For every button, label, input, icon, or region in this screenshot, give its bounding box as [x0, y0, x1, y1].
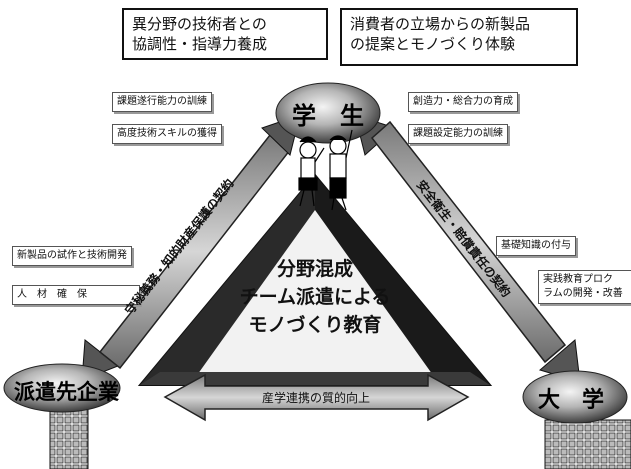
student-tag-right-1: 創造力・総合力の育成 [408, 92, 518, 112]
students-figure-icon [298, 129, 353, 211]
company-label: 派遣先企業 [14, 380, 119, 404]
student-tag-right-2: 課題設定能力の訓練 [408, 124, 508, 144]
company-tag-2: 人 材 確 保 [12, 285, 140, 305]
top-right-box: 消費者の立場からの新製品 の提案とモノづくり体験 [340, 8, 578, 66]
university-tag-1: 基礎知識の付与 [496, 236, 576, 256]
bottom-arrow-label: 産学連携の質的向上 [262, 391, 371, 405]
student-tag-left-2: 高度技術スキルの獲得 [112, 124, 222, 144]
center-pyramid [137, 173, 493, 386]
company-node [3, 363, 121, 469]
bottom-arrow [163, 373, 470, 422]
university-node [522, 370, 631, 469]
company-tag-1: 新製品の試作と技術開発 [12, 246, 132, 266]
student-label: 学 生 [292, 102, 364, 130]
university-label: 大 学 [538, 388, 605, 413]
top-left-box: 異分野の技術者との 協調性・指導力養成 [122, 8, 328, 60]
university-tag-2: 実践教育プロク ラムの開発・改善 [538, 270, 631, 304]
student-node [275, 82, 381, 144]
student-tag-left-1: 課題遂行能力の訓練 [112, 92, 212, 112]
center-title: 分野混成 チーム派遣による モノづくり教育 [239, 258, 391, 336]
